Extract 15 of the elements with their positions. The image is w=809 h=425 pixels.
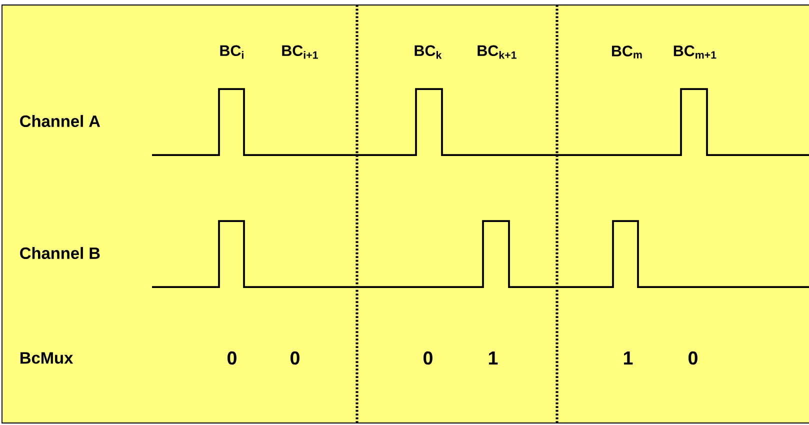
clock-label: BC$_{k}$ <box>414 45 442 59</box>
bit-value: 1 <box>488 352 498 364</box>
clock-label: BC$_{m+1}$ <box>674 45 716 59</box>
bit-value: 1 <box>624 352 633 364</box>
row-label: BcMux <box>20 352 74 364</box>
clock-label: BC$_{m}$ <box>612 46 642 58</box>
channel-label: Channel B <box>20 246 100 260</box>
bit-value: 0 <box>424 351 432 365</box>
bit-value: 0 <box>228 351 236 365</box>
channel-label: Channel A <box>20 114 100 128</box>
clock-label: BC$_{i}$ <box>220 45 244 59</box>
bit-value: 0 <box>290 351 300 365</box>
clock-label: BC$_{k+1}$ <box>478 45 516 59</box>
bit-value: 0 <box>688 351 698 365</box>
clock-label: BC$_{i+1}$ <box>282 45 318 59</box>
